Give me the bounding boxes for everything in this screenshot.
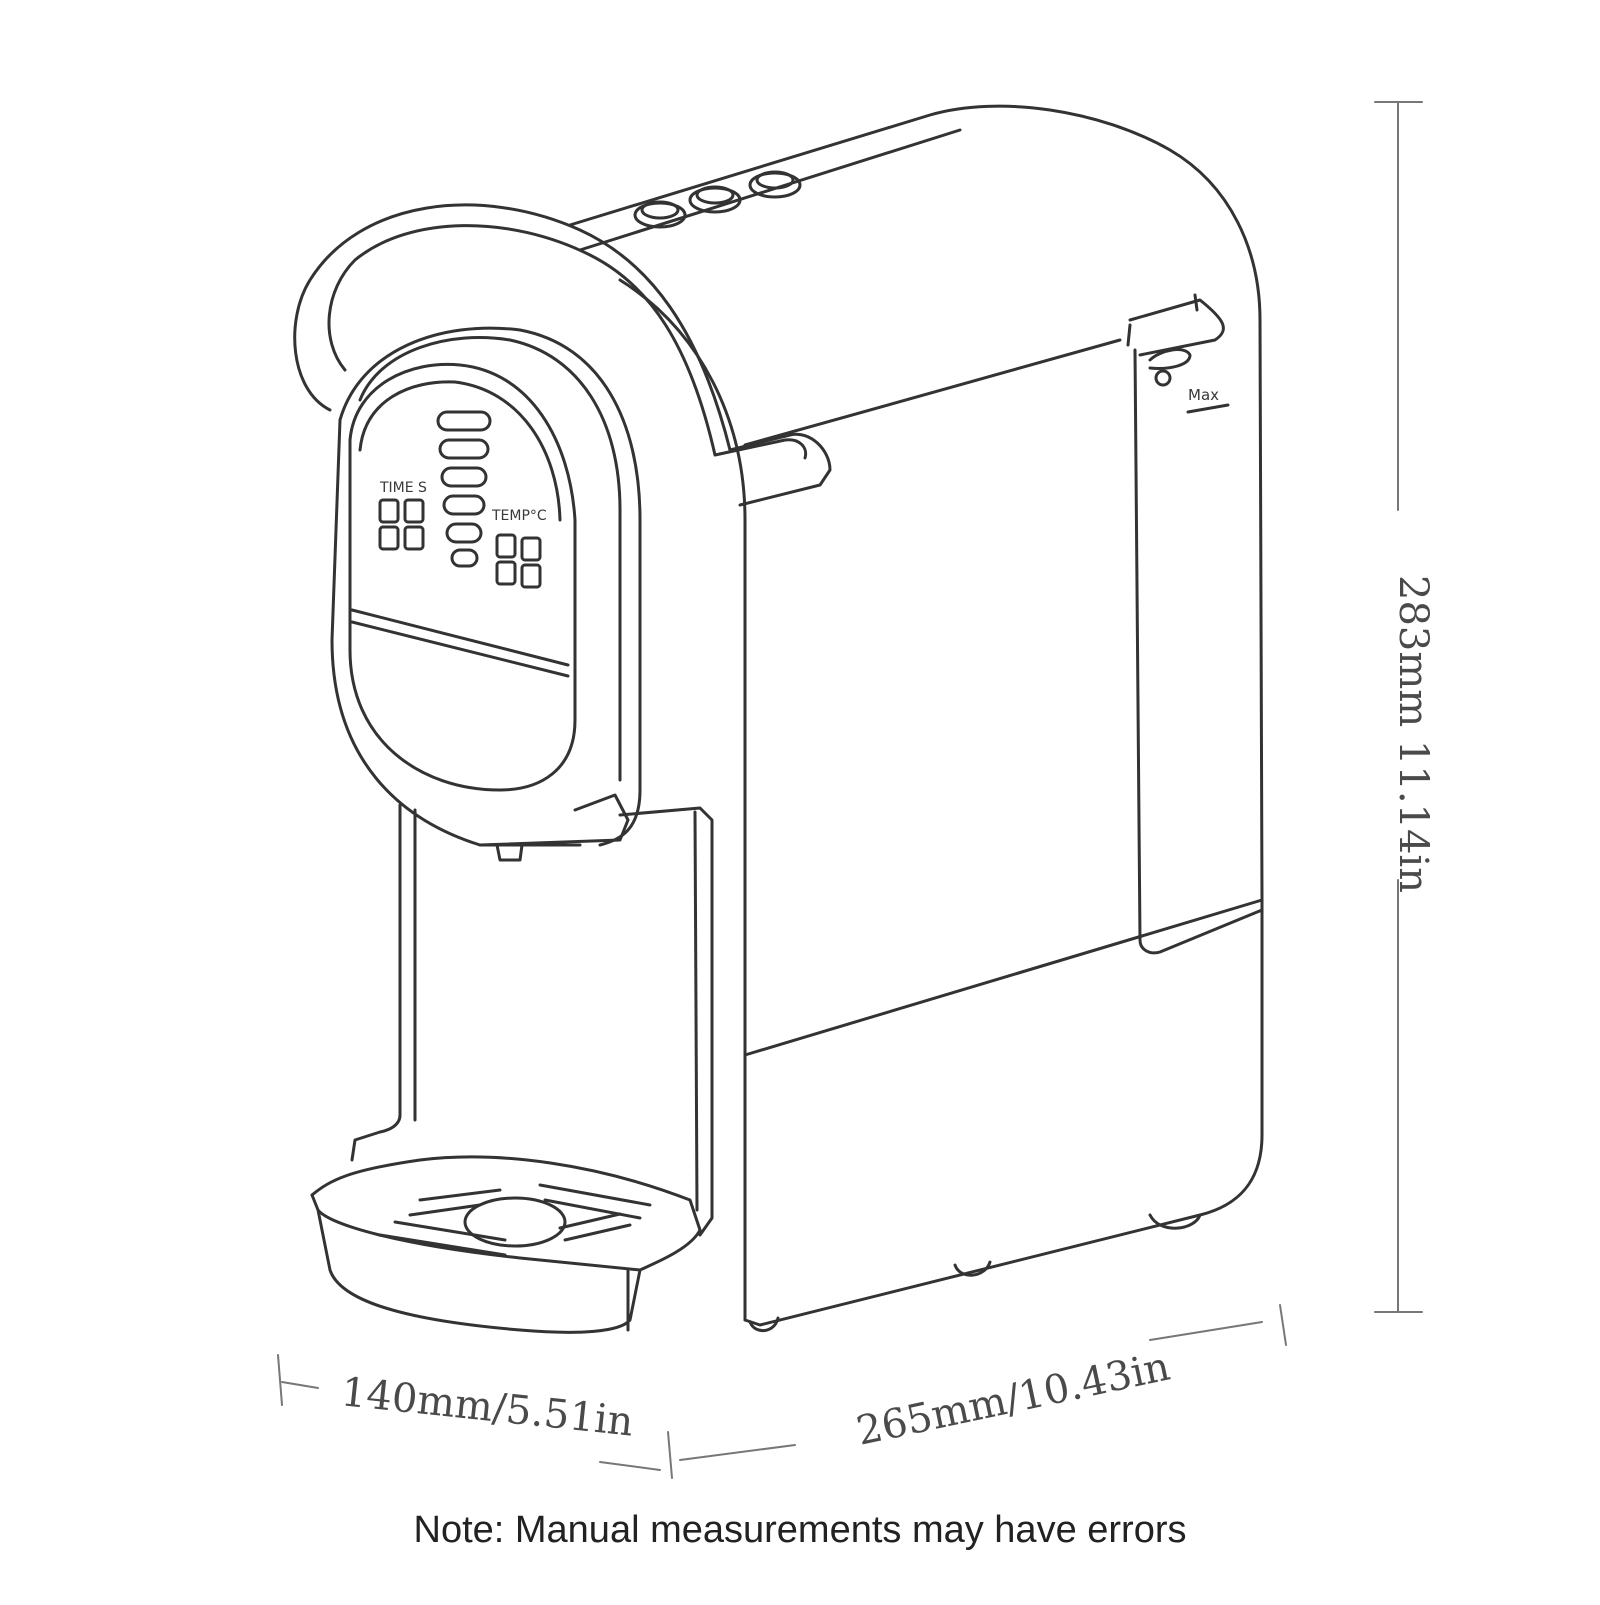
max-label: Max: [1188, 386, 1219, 404]
display-segments: [378, 410, 542, 589]
cup-area: [350, 803, 714, 1237]
temp-label: TEMP°C: [491, 508, 547, 524]
time-label: TIME S: [379, 480, 427, 496]
top-handle: [293, 203, 832, 507]
height-dimension-label: 283mm 11.14in: [1390, 575, 1436, 893]
front-panel: [330, 326, 642, 862]
width-dimension-label: 140mm/5.51in: [339, 1369, 636, 1445]
drip-tray: [310, 1155, 702, 1334]
measurement-note: Note: Manual measurements may have error…: [414, 1509, 1187, 1551]
machine-body: [568, 104, 1264, 1332]
top-buttons[interactable]: [633, 170, 802, 229]
tank-indicator-icon: [1154, 369, 1172, 387]
dimension-lines: [277, 101, 1423, 1479]
max-level-line: [1186, 403, 1230, 414]
depth-dimension-label: 265mm/10.43in: [853, 1344, 1174, 1455]
water-tank: [1126, 293, 1264, 955]
